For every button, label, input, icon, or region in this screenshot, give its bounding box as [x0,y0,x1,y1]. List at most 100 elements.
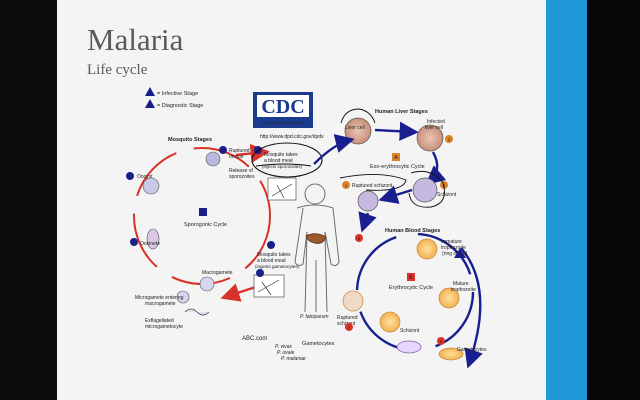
species-vivax: P. vivax [275,344,292,350]
mosquito-icon [257,279,280,296]
slide-subtitle: Life cycle [87,62,148,78]
exflagellated-image [184,308,210,316]
oocyst-image [142,177,160,195]
left-letterbox [0,0,57,400]
legend-diagnostic-label: = Diagnostic Stage [157,103,203,109]
svg-text:10: 10 [132,240,137,245]
gametocytes-left-label: Gametocytes [302,341,335,347]
meal1-label-2: a blood meal [264,158,293,164]
sporogonic-cycle-label: Sporogonic Cycle [184,222,227,228]
marker-11 [126,172,134,180]
ruptured-oocyst-image [205,151,221,167]
gametocytes-label: Gametocytes [457,347,487,353]
meal8-label-3: (ingests gametocytes) [255,264,300,269]
marker-4 [342,181,350,189]
macrogamete-image [199,276,215,292]
marker-6 [437,337,445,345]
marker-10 [130,238,138,246]
infective-stage-icon [145,87,155,96]
marker-8 [267,241,275,249]
gametocyte-image [438,347,464,361]
blood-schizont-image [379,311,401,333]
cdc-tagline: SAFER·HEALTHIER·PEOPLE™ [261,121,305,125]
legend: i = Infective Stage d = Diagnostic Stage [145,87,203,109]
mosquito-feeding-icon [271,183,293,199]
ruptured-blood-label-1: Ruptured [337,315,358,321]
mosquito-stages-header: Mosquito Stages [168,137,212,143]
handwritten-circle-annotation [251,142,323,178]
schizont-liver-image [412,177,438,203]
immature-label-2: trophozoite [441,245,466,251]
exflagellated-label-1: Exflagellated [145,318,174,324]
blood-schizont-label: Schizont [400,328,420,334]
legend-infective-label: = Infective Stage [157,91,198,97]
handwritten-underline [255,163,312,167]
svg-text:8: 8 [270,243,273,248]
sporozoite-inset [267,177,297,201]
oocyst-label: Oocyst [137,174,153,180]
gametocyte-branch-arrow [460,247,483,369]
erythrocytic-cycle-arrow [355,232,475,352]
cdc-logo-text: CDC [261,96,304,118]
legend-marker-i: i [148,91,149,97]
liver-cell-label: Liver cell [345,125,365,131]
right-letterbox [587,0,640,400]
schizont-rupture-arrow [378,185,413,204]
svg-text:A: A [394,155,398,161]
infected-label-2: liver cell [425,125,443,131]
handwritten-schizont-annotation [408,170,445,208]
release-label-2: sporozoites [229,174,255,180]
ookinete-label: Ookinete [140,241,160,247]
malaria-life-cycle-diagram: i = Infective Stage d = Diagnostic Stage… [126,87,487,369]
ruptured-schizont-blood-image [342,290,364,312]
handwritten-liver-annotation [340,108,376,124]
marker-b [407,273,415,281]
cdc-logo: CDC SAFER·HEALTHIER·PEOPLE™ http://www.d… [253,92,324,140]
marker-2 [445,135,453,143]
sporozoite-to-liver-arrow [313,134,355,165]
ring-stage-image [416,238,438,260]
infected-label-1: Infected [427,119,445,125]
svg-text:7: 7 [348,325,351,330]
microgamete-label-1: Microgamete entering [135,295,184,301]
svg-text:C: C [201,210,205,216]
merozoite-release-arrow [358,211,377,233]
diagnostic-stage-icon [145,99,155,108]
svg-text:3: 3 [443,183,446,188]
ruptured-schizont-liver-image [357,190,379,212]
presentation-slide: Malaria Life cycle i = Infective Stage d… [57,0,546,400]
species-ovale: P. ovale [277,350,295,356]
microgamete-image [176,290,190,304]
marker-7 [345,323,353,331]
ookinete-image [146,228,160,250]
mature-label-1: Mature [453,281,469,287]
liver-icon [305,233,327,244]
slide-title: Malaria [87,22,184,57]
infected-to-schizont-arrow [425,151,447,186]
ruptured-schizont-liver-label: Ruptured schizont [352,183,393,189]
falciparum-gametocyte-image [396,340,422,354]
marker-12 [219,146,227,154]
legend-marker-d: d [148,103,151,109]
marker-5 [355,234,363,242]
cdc-url: http://www.dpd.cdc.gov/dpdx [260,134,324,140]
svg-text:B: B [409,275,413,281]
ring-diagnostic-icon [454,248,466,258]
watermark-text: ABC.com [242,336,267,342]
erythrocytic-cycle-label: Erythrocytic Cycle [389,285,433,291]
svg-text:12: 12 [221,148,226,153]
exflagellated-label-2: microgametocyte [145,324,183,330]
liver-stages-header: Human Liver Stages [375,109,428,115]
immature-label-1: immature [441,239,462,245]
